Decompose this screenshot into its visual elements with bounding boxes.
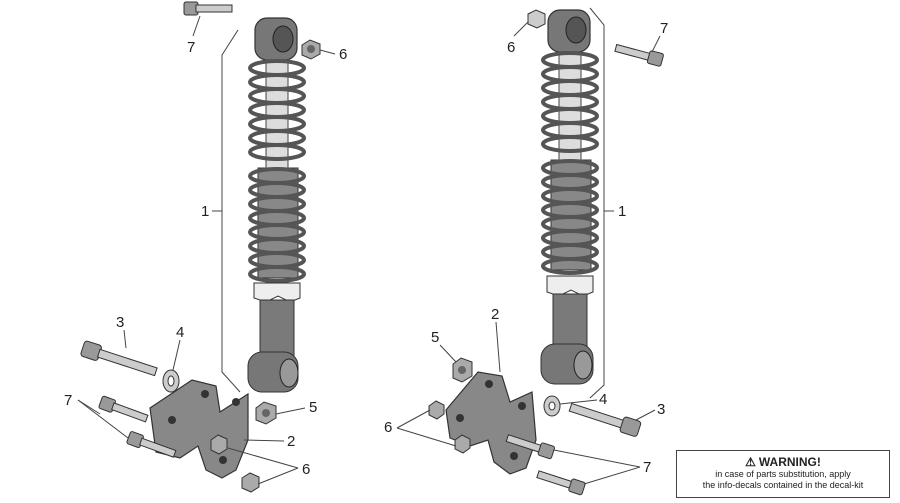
callout-7: 7: [643, 459, 651, 476]
left-lower-bolt-a: [98, 395, 149, 423]
callout-2: 2: [287, 433, 295, 450]
right-shock-absorber: [540, 9, 599, 385]
warning-notice: ⚠WARNING! in case of parts substitution,…: [676, 450, 890, 498]
callout-3: 3: [657, 401, 665, 418]
callout-5: 5: [431, 329, 439, 346]
left-top-nut: [301, 39, 321, 60]
assembly-bracket-lines: [212, 7, 614, 399]
right-lower-bolt-b: [536, 470, 586, 496]
right-long-bolt: [568, 402, 642, 437]
warning-triangle-icon: ⚠: [745, 455, 756, 469]
callout-6: 6: [507, 39, 515, 56]
callout-6: 6: [339, 46, 347, 63]
left-top-bolt: [183, 1, 233, 16]
callout-6: 6: [384, 419, 392, 436]
warning-line-2: the info-decals contained in the decal-k…: [702, 480, 864, 490]
callout-6: 6: [302, 461, 310, 478]
warning-line-1: in case of parts substitution, apply: [715, 469, 851, 479]
right-lower-nut-a: [428, 400, 445, 420]
callout-7: 7: [187, 39, 195, 56]
right-lower-nut-b: [454, 434, 471, 454]
left-shock-absorber: [247, 17, 306, 393]
right-mount-nut: [452, 357, 473, 383]
right-top-washer: [527, 9, 546, 29]
callout-7: 7: [660, 20, 668, 37]
callout-1: 1: [201, 203, 209, 220]
callout-2: 2: [491, 306, 499, 323]
callout-4: 4: [176, 324, 184, 341]
left-washer: [162, 369, 180, 393]
left-mount-nut: [255, 401, 277, 425]
callout-3: 3: [116, 314, 124, 331]
right-washer: [543, 395, 561, 417]
right-bracket: [445, 371, 537, 475]
callout-7: 7: [64, 392, 72, 409]
left-bracket: [149, 379, 249, 479]
right-lower-bolt-a: [505, 434, 555, 460]
callout-1: 1: [618, 203, 626, 220]
callout-5: 5: [309, 399, 317, 416]
left-lower-nut-b: [241, 472, 260, 493]
leader-lines: [77, 15, 661, 485]
callout-4: 4: [599, 391, 607, 408]
left-long-bolt: [80, 340, 158, 377]
left-lower-nut-a: [210, 434, 228, 455]
warning-title: WARNING!: [758, 455, 821, 469]
left-lower-bolt-b: [126, 431, 177, 458]
right-top-bolt: [614, 43, 664, 67]
